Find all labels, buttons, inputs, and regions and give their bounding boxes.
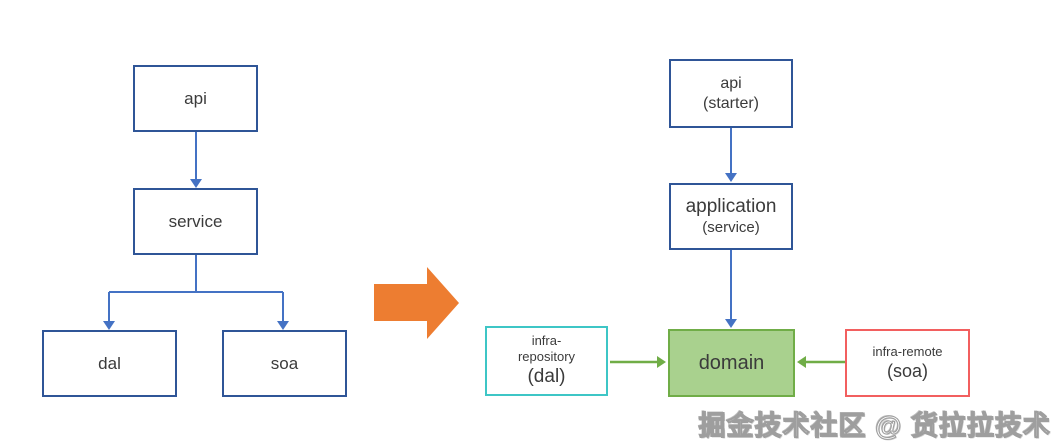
node-service-label: service (168, 211, 223, 231)
node-infra-remote-line1: infra-remote (872, 343, 943, 359)
node-infra-repository-line1: infra- (531, 332, 562, 348)
node-domain-label: domain (698, 351, 765, 374)
node-infra-repository-line2: repository (517, 349, 576, 365)
transform-right-arrow-icon (374, 267, 459, 339)
node-infra-repository-line3: (dal) (527, 366, 566, 388)
connector-application-to-domain (725, 250, 737, 328)
node-dal: dal (42, 330, 177, 397)
watermark-text: 掘金技术社区 @ 货拉拉技术 (698, 410, 1051, 441)
connector-apistarter-to-application (725, 128, 737, 182)
connector-infrarepo-to-domain (610, 356, 666, 368)
node-api-label: api (184, 88, 207, 108)
connector-api-to-service (190, 132, 202, 188)
node-application-line2: (service) (702, 219, 760, 236)
node-service: service (133, 188, 258, 255)
node-api: api (133, 65, 258, 132)
connector-service-to-dal-soa (103, 255, 289, 330)
connector-infraremote-to-domain (797, 356, 845, 368)
node-domain: domain (668, 329, 795, 397)
node-application-service: application (service) (669, 183, 793, 250)
node-application-line1: application (685, 196, 777, 218)
node-soa-label: soa (270, 353, 299, 373)
node-api-starter-line2: (starter) (703, 94, 759, 112)
node-infra-remote: infra-remote (soa) (845, 329, 970, 397)
node-api-starter: api (starter) (669, 59, 793, 128)
node-api-starter-line1: api (720, 74, 742, 92)
node-infra-remote-line2: (soa) (886, 360, 928, 381)
node-dal-label: dal (98, 353, 121, 373)
node-infra-repository: infra- repository (dal) (485, 326, 608, 396)
node-soa: soa (222, 330, 347, 397)
